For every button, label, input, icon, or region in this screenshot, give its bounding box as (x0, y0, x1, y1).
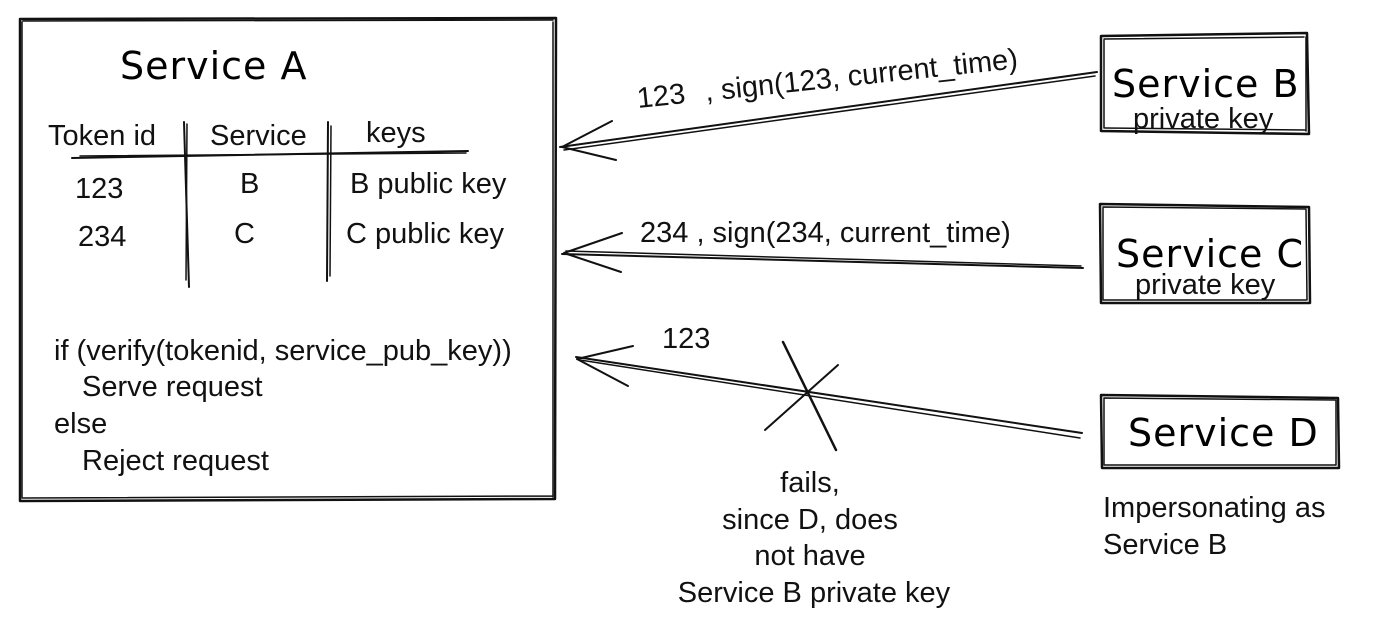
table-header-keys: keys (366, 117, 426, 149)
arrow-b-to-a (559, 71, 1098, 161)
service-d-note-line1: Impersonating as (1103, 492, 1325, 524)
logic-if-line: if (verify(tokenid, service_pub_key)) (54, 335, 512, 367)
service-c-title: Service C (1116, 232, 1304, 276)
arrow-d-label: 123 (662, 323, 710, 355)
failure-note-line3: not have (754, 540, 865, 572)
logic-serve-line: Serve request (82, 371, 263, 403)
logic-else-line: else (54, 408, 107, 440)
cross-mark-icon (764, 340, 839, 452)
logic-reject-line: Reject request (82, 445, 269, 477)
failure-note-line4: Service B private key (678, 577, 951, 609)
service-a-title: Service A (120, 44, 308, 88)
service-c-subtitle: private key (1135, 269, 1276, 301)
table-header-token-id: Token id (48, 120, 156, 152)
service-c-box: Service C private key (1098, 202, 1312, 305)
service-d-box: Service D (1099, 393, 1341, 470)
arrow-b-token-label: 123 (635, 78, 686, 115)
arrow-d-to-a (575, 345, 1083, 439)
token-table: Token id Service keys 123 B B public key… (48, 117, 507, 288)
arrow-c-to-a (561, 232, 1084, 273)
failure-note-line2: since D, does (722, 504, 898, 536)
table-row2-token: 234 (78, 221, 126, 253)
table-header-service: Service (210, 120, 307, 152)
service-b-box: Service B private key (1099, 31, 1311, 136)
service-d-note-line2: Service B (1103, 529, 1227, 561)
service-b-title: Service B (1112, 62, 1300, 106)
table-row1-service: B (240, 168, 259, 200)
table-row2-key: C public key (346, 218, 504, 250)
failure-note: fails, since D, does not have Service B … (678, 467, 951, 609)
service-b-subtitle: private key (1133, 103, 1274, 135)
service-a-box: Service A Token id Service keys 123 B B … (18, 16, 558, 503)
service-d-title: Service D (1128, 411, 1319, 455)
arrow-b-sign-label: , sign(123, current_time) (703, 43, 1019, 108)
table-row1-token: 123 (75, 173, 123, 205)
table-row2-service: C (234, 218, 255, 250)
failure-note-line1: fails, (780, 467, 840, 499)
arrow-c-label: 234 , sign(234, current_time) (640, 217, 1011, 249)
table-row1-key: B public key (350, 168, 507, 200)
